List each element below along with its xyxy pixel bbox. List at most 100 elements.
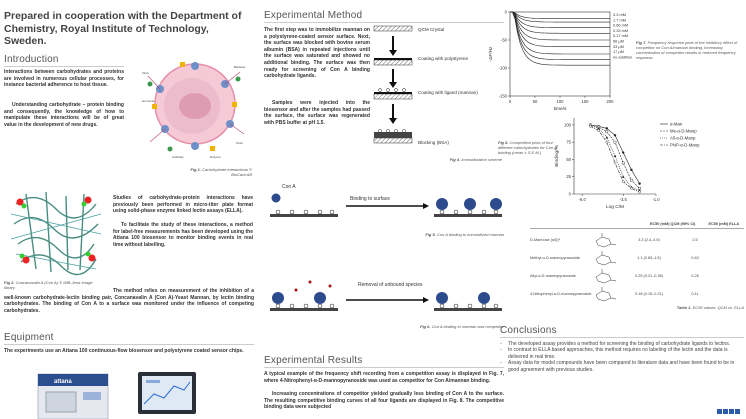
data-point [622,151,625,154]
poster-title: Prepared in cooperation with the Departm… [4,10,242,47]
conclusions-list: -The developed assay provides a method f… [500,341,740,373]
conclusion-bullet: -Assay data for model compounds have bee… [500,360,735,373]
conclusion-bullet: -In contrast to ELLA based approaches, t… [500,347,728,360]
svg-text:Bacteria: Bacteria [234,65,245,69]
step-polystyrene: Coating with polystyrene [418,56,468,61]
table-cell-ella: 0.63 [691,256,699,260]
y-tick-label: 50 [566,157,571,162]
series-label: 33 μM [613,44,624,49]
data-point [630,168,633,172]
y-tick-label: 25 [566,174,571,179]
data-point [605,140,609,144]
fig2-caption: Fig 2. Concanavalin A (Con A) © IMB-Jena… [4,280,93,290]
attana-logo-icon [716,401,742,419]
series-label: 0.33 mM [613,28,628,33]
series-label: 66 μM [613,39,624,44]
data-point [613,161,617,165]
table-cell-compound: Allyl-α-D-mannopyranoside [530,274,576,278]
x-tick-label: 100 [557,99,565,104]
data-point [638,182,641,185]
y-tick-label: 75 [566,140,571,145]
series-label: 17 μM [613,49,624,54]
experimental-method-heading: Experimental Method [264,10,363,21]
series-line [510,11,610,41]
immobilization-scheme: QCM Crystal Coating with polystyrene Coa… [373,25,478,145]
data-point [621,175,625,178]
series-line [510,11,610,55]
series-line [510,11,610,48]
series-line [510,11,610,19]
legend-label: All-α-D-Manp [670,136,696,141]
intro-paragraph-2: Understanding carbohydrate – protein bin… [4,102,124,128]
attana-instrument-photo: attana [37,372,196,419]
y-axis-label: -ΔF/Hz [488,46,494,62]
data-point [621,179,625,184]
y-tick-label: -50 [501,38,508,43]
attana-brand-label: attana [54,379,72,385]
step-qcm-crystal: QCM Crystal [418,27,444,32]
divider [264,367,504,368]
x-tick-label: -6.0 [579,197,587,202]
table-cell-qcm: 0.18 (0.15–0.21) [635,292,663,296]
ec50-table: EC50 (mM) QCM (95% CI) EC50 (mM) ELLA D-… [530,222,744,310]
x-tick-label: 0 [509,99,512,104]
divider [500,337,744,338]
legend-label: Me-α-D-Manp [670,129,697,134]
table-header-qcm: EC50 (mM) QCM (95% CI) [649,222,696,226]
data-point [629,186,633,191]
method-relies-paragraph-start [113,262,253,276]
results-paragraph-1: A typical example of the frequency shift… [264,371,504,384]
divider [264,22,504,23]
intro-paragraph-1: Interactions between carbohydrates and p… [4,69,124,89]
step-bsa: Blocking (BSA) [418,140,449,145]
table-header-ella: EC50 (mM) ELLA [708,222,740,226]
series-line [510,11,610,60]
table1-caption: Table 1. EC50 values. QCM vs. ELLA [676,305,744,310]
table-cell-qcm: 0.25 (0.21–0.28) [635,274,663,278]
svg-text:Virus: Virus [142,71,149,75]
y-tick-label: 0 [505,10,508,15]
y-tick-label: 100 [564,122,572,127]
fig5-caption: Fig 5. Con A binding to immobilized mann… [425,232,504,237]
x-axis-label: Log C/M [606,204,624,210]
method-text-2: Samples were injected into the biosensor… [264,100,370,126]
svg-text:Antibody: Antibody [172,155,184,159]
con-a-label: Con A [282,184,296,190]
table-cell-ella: 0.26 [691,274,699,278]
facilitate-paragraph: To facilitate the study of these interac… [113,222,253,248]
removal-label: Removal of unbound species [358,282,423,288]
results-paragraph-2: Increasing concentrations of competitor … [264,391,504,411]
method-relies-paragraph: The method relies on measurement of the … [4,288,254,314]
table-row: D-Mannose (α/β)*3.3 (2.4–4.5)2.5 [530,231,744,249]
data-point [605,127,608,130]
x-tick-label: 150 [582,99,590,104]
table-row: Allyl-α-D-mannopyranoside 0.25 (0.21–0.28… [530,267,744,285]
data-point [597,126,600,130]
table-cell-compound: Methyl-α-D-mannopyranoside [530,256,581,260]
series-line [510,11,610,29]
legend-label: α-Man [670,122,683,127]
concanavalin-a-structure-figure [10,191,102,276]
data-point [605,135,609,139]
divider [4,344,254,345]
table-divider [530,228,744,229]
table-cell-compound: D-Mannose (α/β)* [530,238,561,242]
svg-text:Enzyme: Enzyme [210,155,221,159]
equipment-text: The experiments use an Attana 100 contin… [4,348,244,354]
molecule-structure-icon [595,233,617,248]
data-point [621,161,625,165]
introduction-heading: Introduction [4,54,59,65]
divider [4,66,124,67]
data-point [638,190,642,194]
binding-to-surface-label: Binding to surface [350,196,390,202]
competitor-binding-diagram: Removal of unbound species [270,280,502,311]
table-cell-qcm: 1.1 (0.83–1.5) [637,256,661,260]
fig7-caption: Fig 7. Frequency response plots of the i… [636,40,738,60]
x-tick-label: -1.0 [652,197,660,202]
studies-paragraph: Studies of carbohydrate-protein interact… [113,195,253,215]
fig1-caption: Fig 1. Carbohydrate interactions © BioCa… [190,167,252,177]
conclusion-bullet: -The developed assay provides a method f… [500,341,731,347]
molecule-structure-icon [595,269,617,284]
